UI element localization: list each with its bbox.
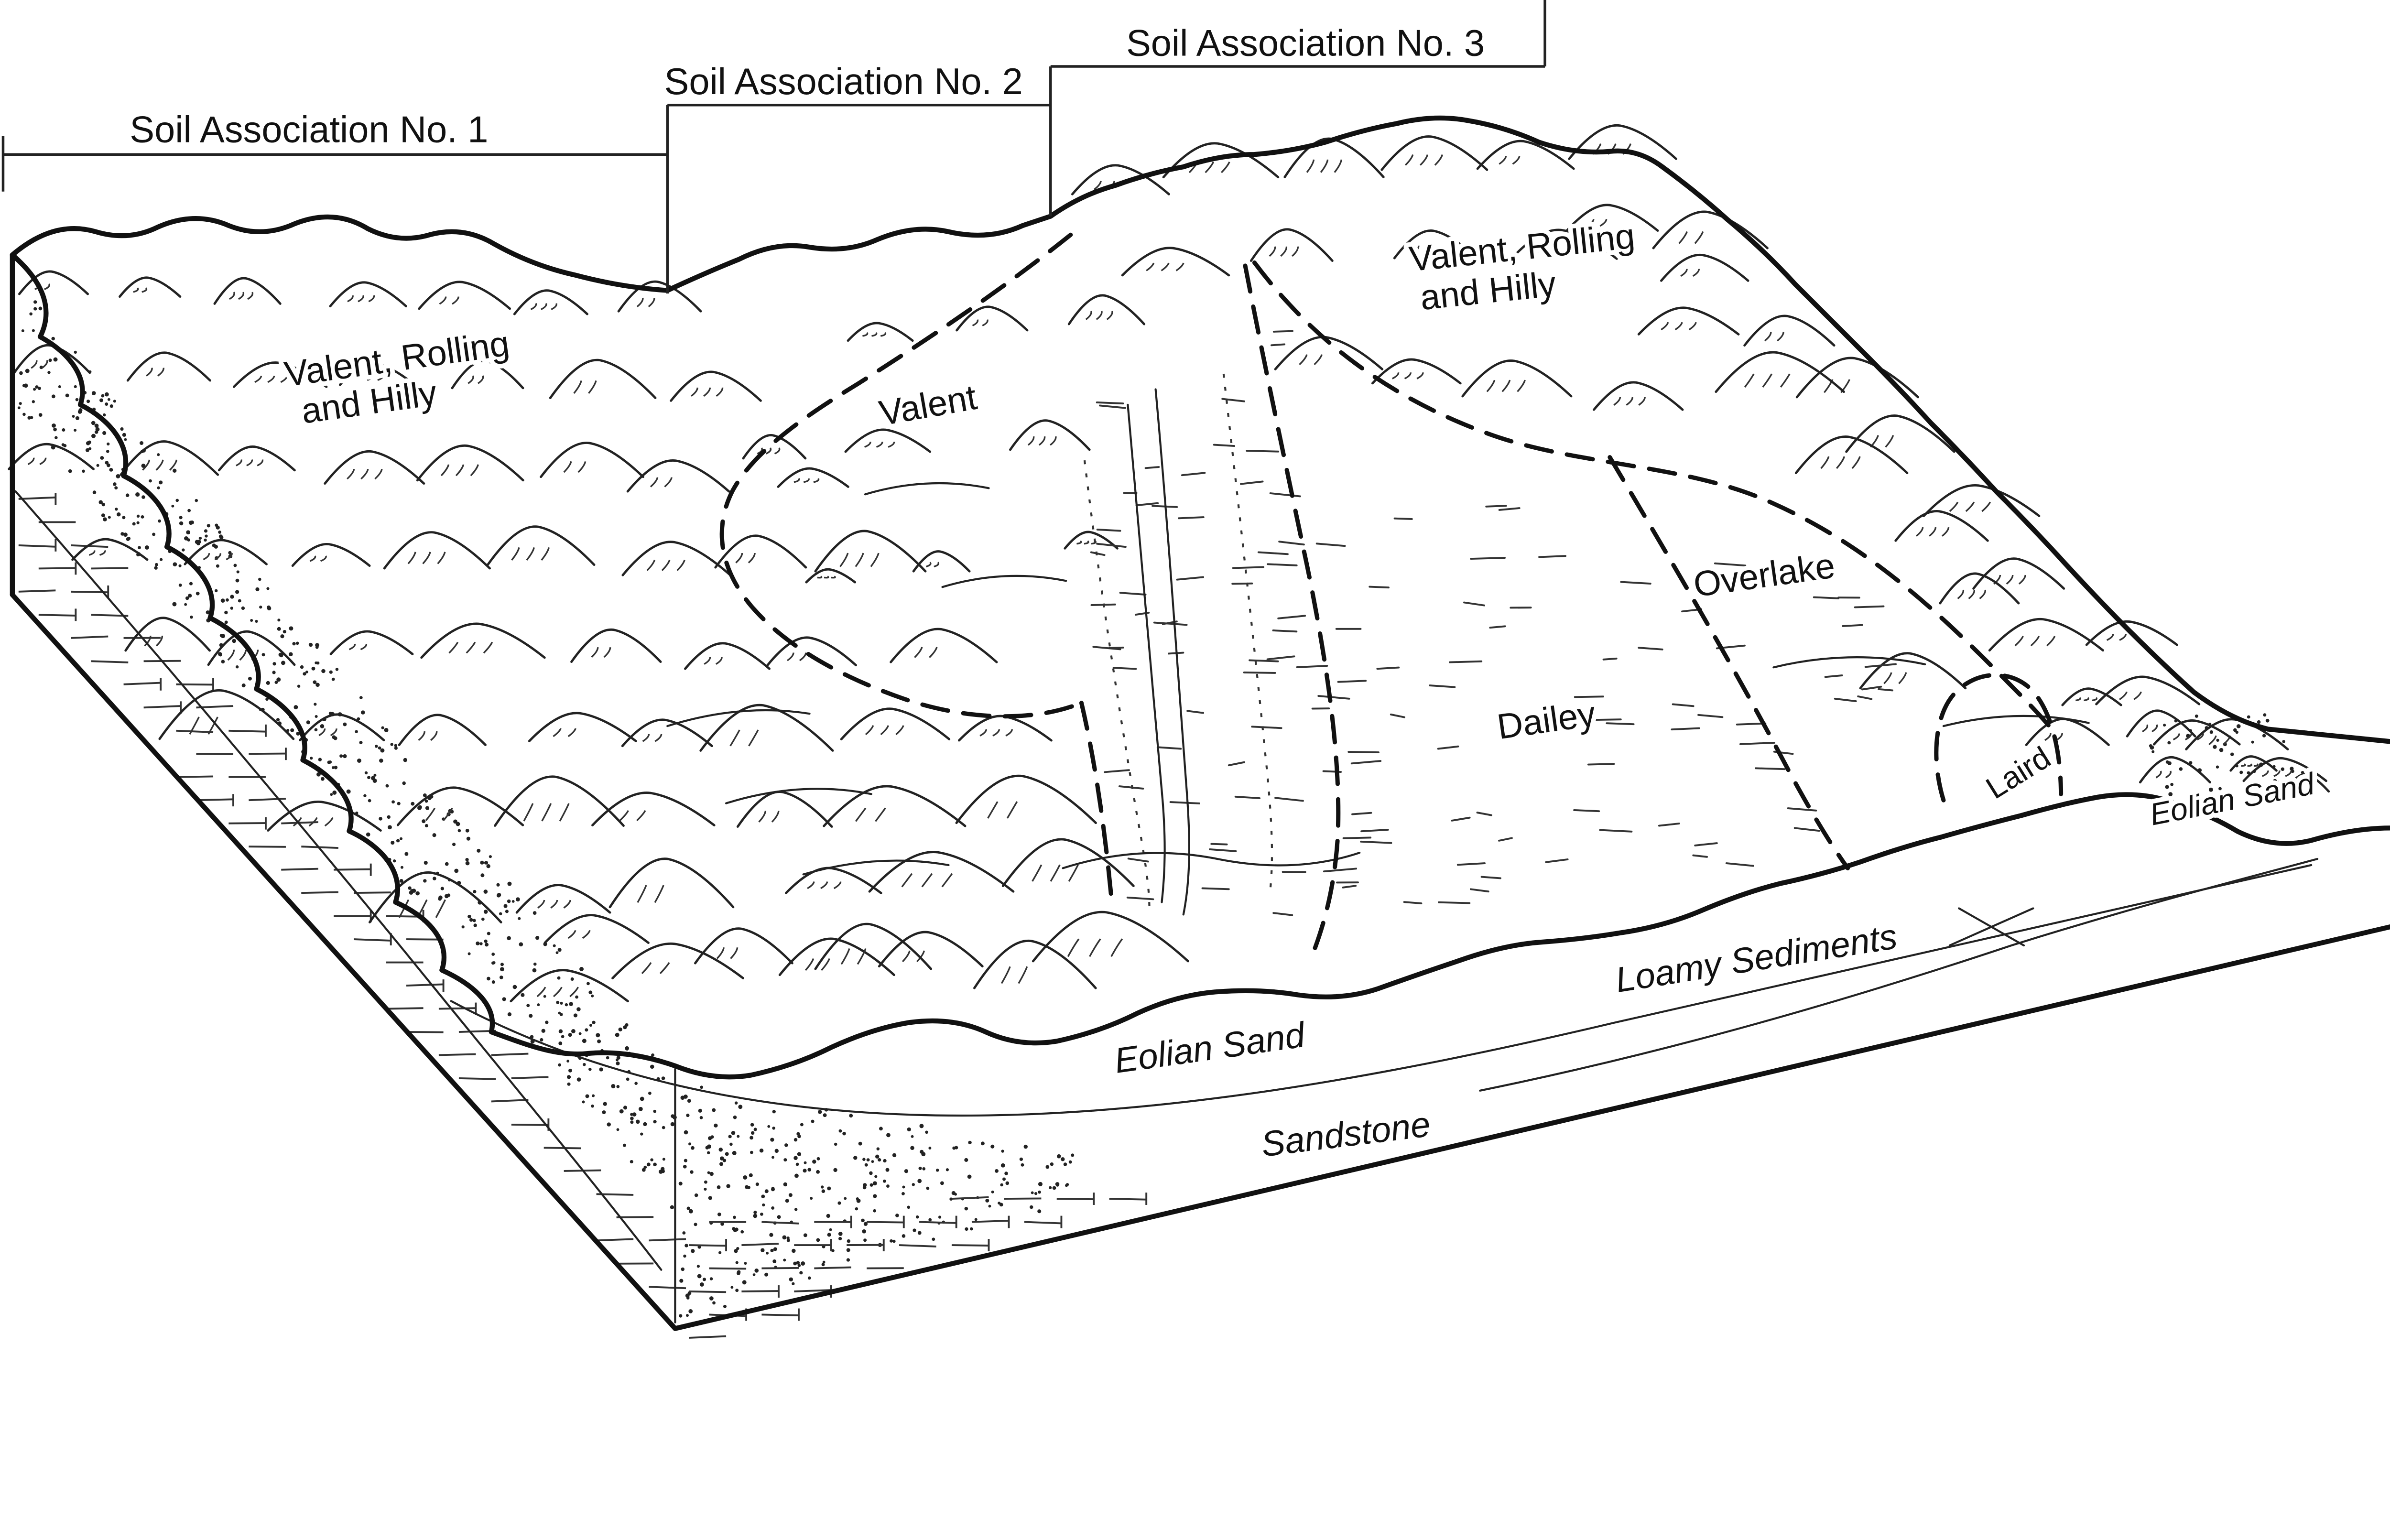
assoc-2-label: Soil Association No. 2 bbox=[664, 61, 1023, 102]
eolian-sand-surface-label: Eolian Sand bbox=[2147, 766, 2318, 832]
block-outline bbox=[10, 115, 2390, 1331]
boundary-valent-west bbox=[719, 232, 1084, 719]
strata-cross-line bbox=[1958, 907, 2025, 947]
contour-squiggle bbox=[1062, 851, 1361, 869]
contour-squiggle bbox=[725, 788, 872, 804]
front-silhouette-right bbox=[673, 792, 2390, 1080]
detail-lines bbox=[14, 373, 2319, 1271]
contour-squiggle bbox=[864, 482, 990, 496]
back-ridge-silhouette bbox=[10, 115, 2390, 744]
laird-label: Laird bbox=[1980, 739, 2057, 805]
front-face-layer-line bbox=[450, 864, 2313, 1117]
loamy-sediments-label: Loamy Sediments bbox=[1613, 916, 1900, 1000]
boundary-dailey-overlake bbox=[1608, 455, 1850, 870]
left-face-layer-line bbox=[14, 490, 663, 1271]
contour-squiggle bbox=[941, 575, 1067, 588]
stream-line bbox=[1154, 388, 1190, 916]
hills-texture bbox=[8, 124, 2330, 1003]
contour-squiggle bbox=[1942, 715, 2090, 727]
boundary-valley-west bbox=[1079, 701, 1115, 911]
front-silhouette-left bbox=[10, 252, 678, 1069]
boundary-hills-south bbox=[1252, 260, 2054, 732]
valley-edge-dotted bbox=[1083, 460, 1151, 911]
plain-dash-texture bbox=[1090, 330, 1897, 916]
boundary-laird-loop bbox=[1934, 672, 2064, 803]
front-bottom-edge bbox=[673, 924, 2390, 1331]
soil-block-diagram: Soil Association No. 1 Soil Association … bbox=[1, 0, 2390, 1339]
boundary-valley-east bbox=[1243, 263, 1341, 963]
valent-label: Valent bbox=[876, 377, 980, 433]
contour-squiggle bbox=[802, 859, 950, 876]
sand-stipple-texture bbox=[17, 300, 2311, 1318]
soil-association-brackets: Soil Association No. 1 Soil Association … bbox=[1, 0, 1546, 294]
contour-squiggle bbox=[666, 709, 811, 727]
front-face-layer-line-2 bbox=[1479, 857, 2319, 1092]
contour-squiggle bbox=[1772, 656, 1926, 669]
assoc-1-label: Soil Association No. 1 bbox=[130, 109, 488, 150]
overlake-label: Overlake bbox=[1691, 545, 1837, 605]
eolian-sand-front-label: Eolian Sand bbox=[1112, 1015, 1308, 1081]
left-bottom-edge bbox=[10, 592, 678, 1331]
soil-block-diagram-page: Soil Association No. 1 Soil Association … bbox=[1, 0, 2390, 1339]
dailey-label: Dailey bbox=[1495, 694, 1598, 747]
assoc-3-label: Soil Association No. 3 bbox=[1126, 22, 1485, 64]
soil-boundaries bbox=[719, 232, 2064, 963]
stream-line bbox=[1127, 403, 1166, 903]
